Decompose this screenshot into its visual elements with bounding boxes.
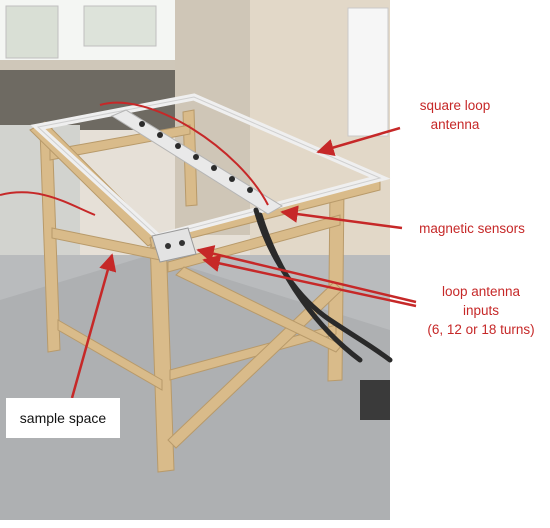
arrow-inputs-b (202, 254, 417, 308)
label-inputs-line3: (6, 12 or 18 turns) (427, 322, 535, 337)
label-inputs-line1: loop antenna (441, 284, 521, 299)
label-inputs-line2: inputs (462, 303, 500, 318)
wooden-frame (29, 109, 381, 473)
label-square-loop-antenna-line1: square loop (419, 98, 491, 113)
label-loop-antenna-inputs: loop antenna inputs (6, 12 or 18 turns) (416, 282, 546, 339)
arrow-sample-space (70, 253, 117, 399)
label-magnetic-sensors: magnetic sensors (402, 219, 542, 238)
annotation-arrows (70, 126, 417, 399)
label-square-loop-antenna-line2: antenna (430, 117, 480, 132)
annotation-overlays (0, 101, 269, 216)
arrow-inputs-a (196, 245, 417, 304)
label-magnetic-sensors-text: magnetic sensors (419, 221, 525, 236)
antenna-input-box (151, 227, 197, 263)
label-sample-space: sample space (6, 398, 120, 438)
arrow-square-loop (316, 126, 401, 156)
window-sill (0, 70, 190, 130)
whiteboard (347, 7, 389, 137)
arrow-magnetic-sensors (280, 205, 403, 230)
cables (253, 207, 393, 363)
chair-base (360, 380, 390, 420)
label-square-loop-antenna: square loop antenna (400, 96, 510, 134)
